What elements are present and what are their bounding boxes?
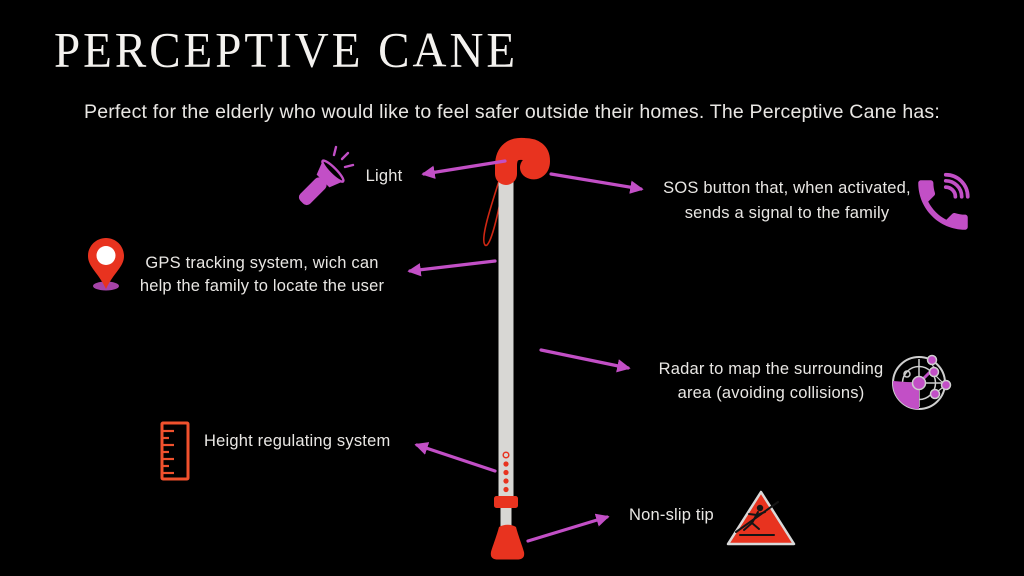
sos-label: SOS button that, when activated, sends a…: [645, 176, 929, 226]
sos-label-line2: sends a signal to the family: [684, 204, 890, 222]
height-hole: [503, 486, 509, 493]
phone-call-icon: [918, 172, 970, 230]
flashlight-icon: [298, 145, 355, 206]
cane-handle: [495, 137, 550, 185]
arrow-to-height: [414, 442, 497, 473]
ruler-ticks: [162, 429, 174, 475]
slipping-person: [735, 501, 779, 536]
slippery-floor-warning-icon: [726, 490, 796, 546]
arrow-to-light: [421, 159, 507, 179]
location-pin-icon: [88, 238, 124, 291]
radar-icon: [892, 354, 952, 410]
radar-label-line1: Radar to map the surrounding: [658, 360, 884, 378]
arrow-to-gps: [407, 259, 497, 277]
sos-label-line1: SOS button that, when activated,: [663, 179, 911, 197]
radar-label-line2: area (avoiding collisions): [677, 384, 865, 402]
cane-collar-clamp: [494, 496, 518, 508]
height-hole: [503, 469, 509, 476]
cane-shaft: [498, 170, 514, 497]
light-label: Light: [365, 167, 403, 185]
arrow-to-radar: [539, 348, 631, 373]
page-subtitle: Perfect for the elderly who would like t…: [83, 101, 940, 123]
height-hole: [503, 478, 509, 484]
arrow-to-nonslip: [526, 513, 610, 543]
gps-label-line2: help the family to locate the user: [139, 277, 385, 295]
height-hole: [503, 461, 509, 467]
flashlight-rays: [332, 145, 355, 169]
ruler-icon: [160, 421, 190, 481]
radar-label: Radar to map the surrounding area (avoid…: [652, 357, 890, 405]
cane-lower-shaft: [500, 508, 512, 529]
height-hole-open: [502, 451, 510, 459]
cane-rubber-tip: [490, 524, 525, 560]
gps-label: GPS tracking system, wich can help the f…: [133, 252, 391, 298]
height-label: Height regulating system: [204, 432, 391, 450]
nonslip-label: Non-slip tip: [629, 506, 714, 524]
page-title: PERCEPTIVE CANE: [54, 23, 519, 79]
arrow-to-sos: [549, 172, 644, 194]
gps-label-line1: GPS tracking system, wich can: [145, 254, 379, 272]
sound-waves: [943, 172, 970, 199]
